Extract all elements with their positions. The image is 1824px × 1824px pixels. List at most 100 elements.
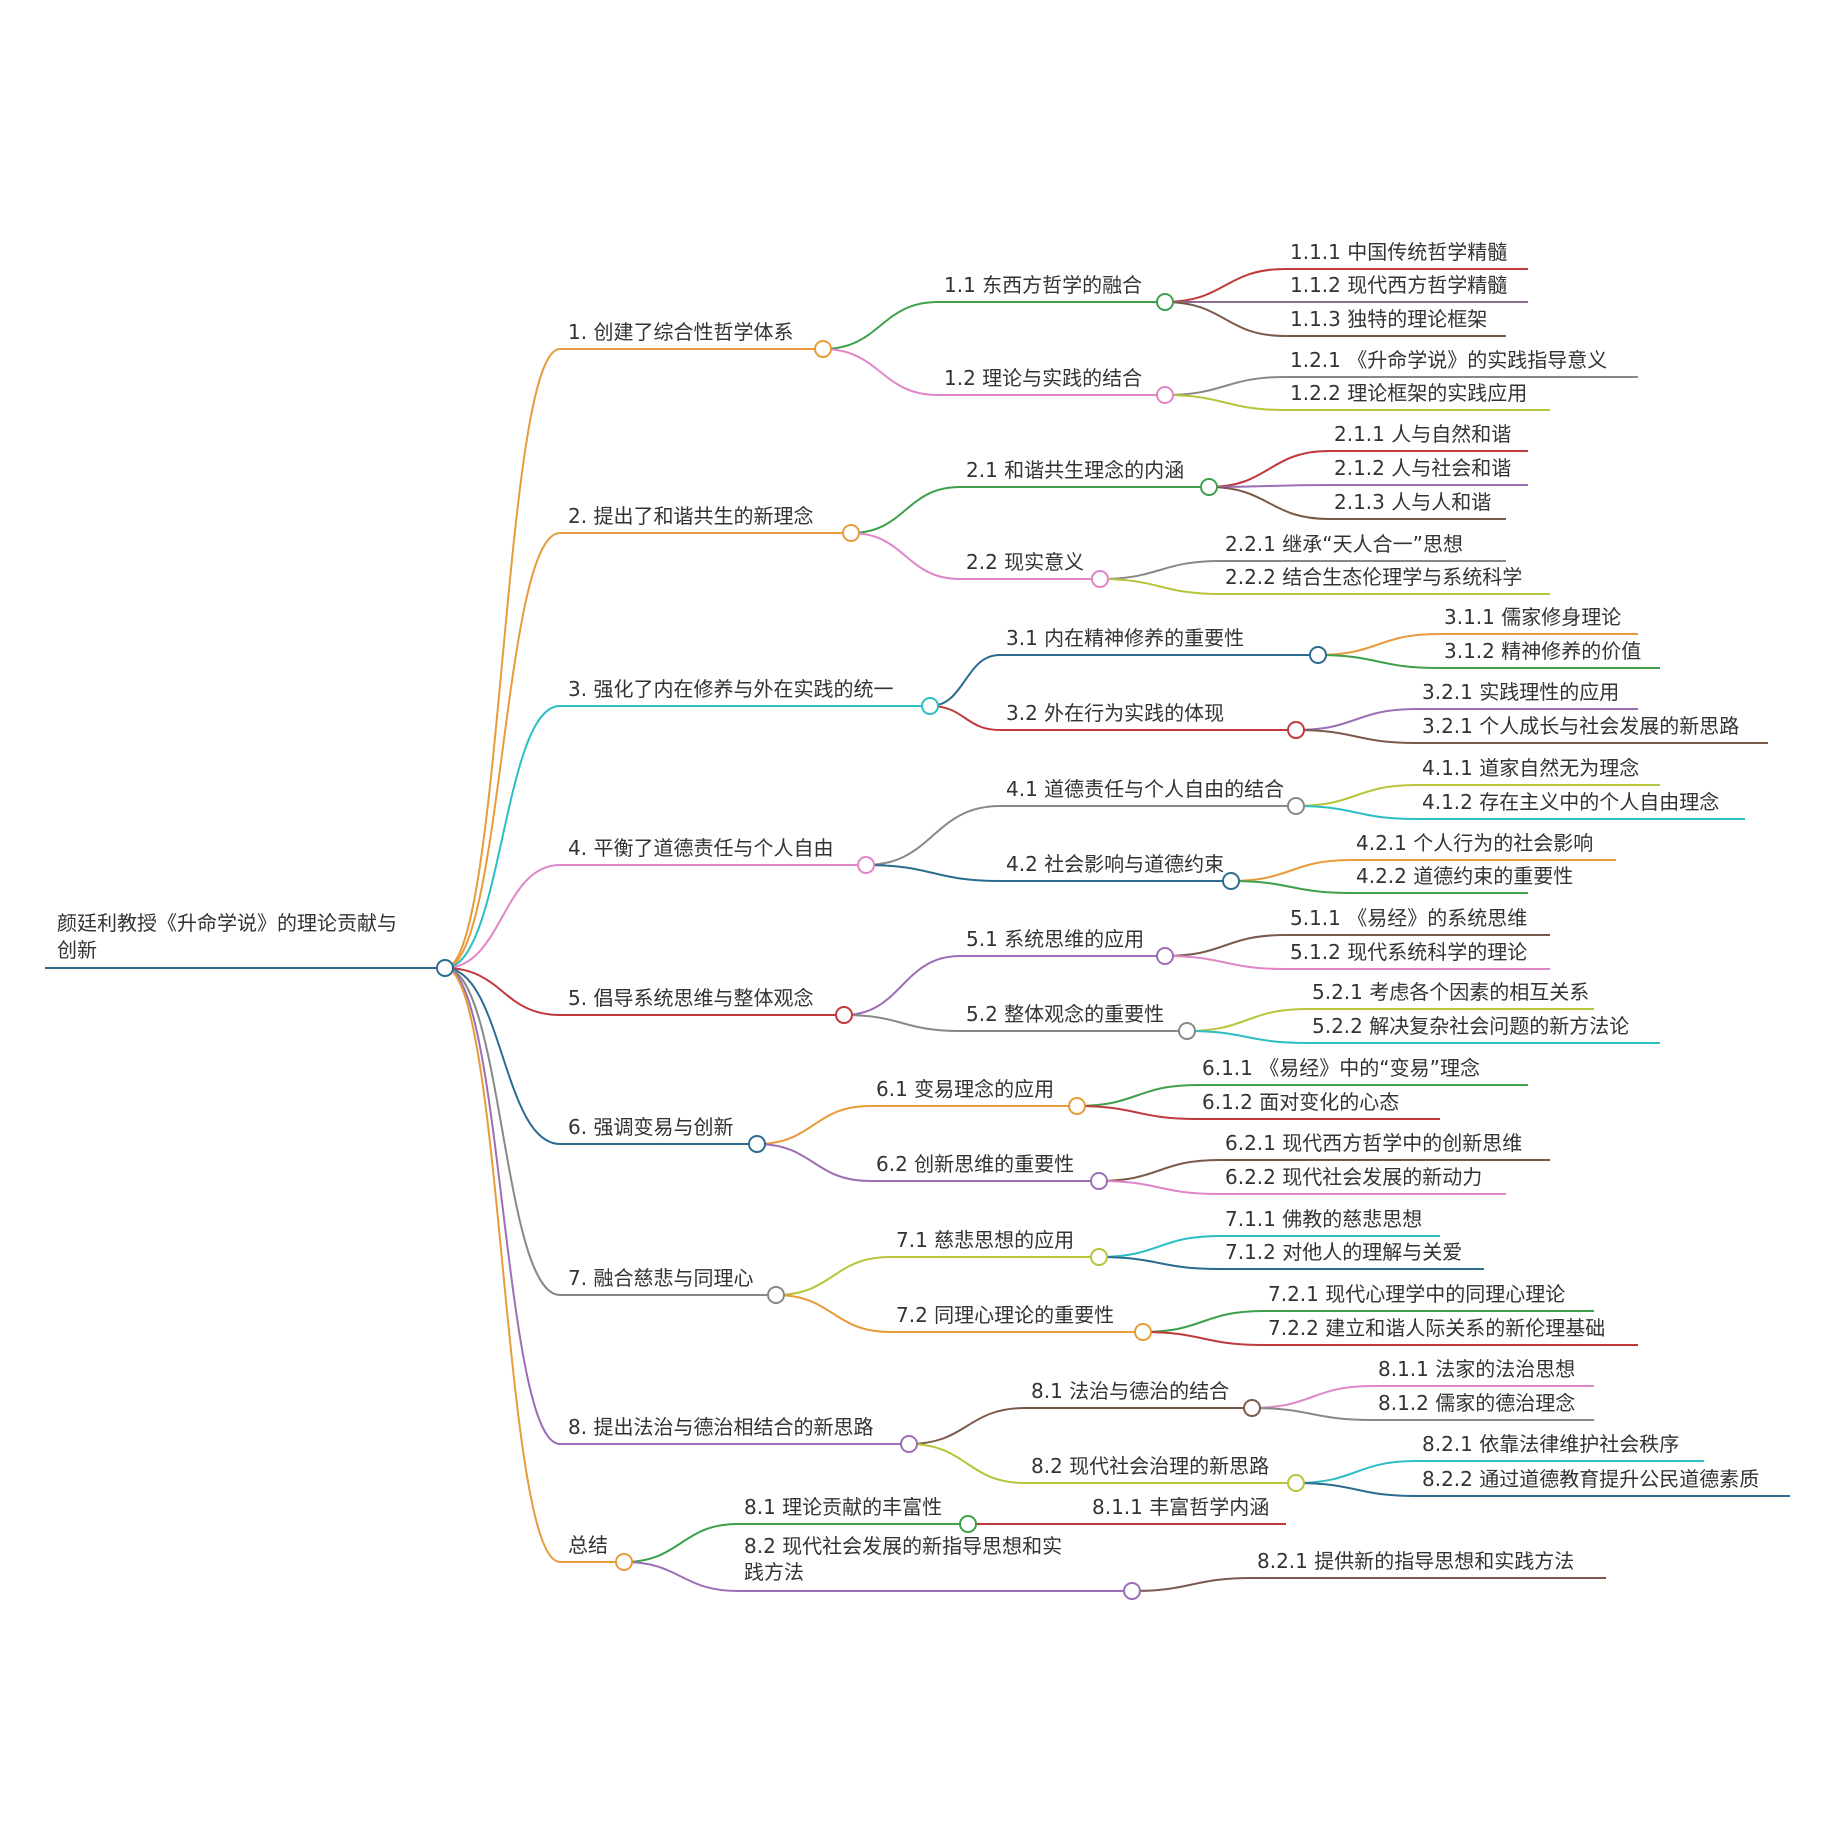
node-child-2-1[interactable]	[1200, 478, 1218, 496]
root-title-line1: 颜廷利教授《升命学说》的理论贡献与	[57, 911, 397, 935]
link-child-1-2-leaf-2	[1164, 394, 1286, 411]
link-child-3-2-leaf-1	[1295, 708, 1417, 731]
link-branch-9-child-1	[623, 1523, 739, 1563]
leaf-label-9-1-1: 8.1.1 丰富哲学内涵	[1092, 1495, 1269, 1519]
leaf-label-1-1-3: 1.1.3 独特的理论框架	[1290, 307, 1487, 331]
link-branch-3-child-1	[929, 654, 1001, 707]
link-root-branch-6	[444, 967, 561, 1145]
link-branch-6-child-2	[756, 1143, 871, 1182]
node-branch-2[interactable]	[842, 524, 860, 542]
link-branch-6-child-1	[756, 1105, 871, 1145]
leaf-label-1-1-2: 1.1.2 现代西方哲学精髓	[1290, 273, 1507, 297]
link-child-2-2-leaf-2	[1099, 578, 1221, 595]
link-branch-1-child-1	[822, 301, 939, 350]
leaf-label-6-2-2: 6.2.2 现代社会发展的新动力	[1225, 1165, 1482, 1189]
leaf-label-4-1-1: 4.1.1 道家自然无为理念	[1422, 756, 1639, 780]
node-branch-3[interactable]	[921, 697, 939, 715]
node-child-3-1[interactable]	[1309, 646, 1327, 664]
link-child-4-1-leaf-1	[1295, 784, 1417, 807]
link-child-6-1-leaf-2	[1076, 1105, 1198, 1120]
leaf-label-3-2-2: 3.2.1 个人成长与社会发展的新思路	[1422, 714, 1739, 738]
link-branch-8-child-2	[908, 1443, 1026, 1484]
node-child-8-1[interactable]	[1243, 1399, 1261, 1417]
root-title-line2: 创新	[57, 938, 97, 962]
node-child-7-2[interactable]	[1134, 1323, 1152, 1341]
node-child-6-2[interactable]	[1090, 1172, 1108, 1190]
node-root[interactable]	[436, 959, 454, 977]
link-branch-7-child-2	[775, 1294, 891, 1333]
link-child-2-1-leaf-3	[1208, 486, 1330, 520]
link-branch-8-child-1	[908, 1407, 1026, 1445]
link-child-1-2-leaf-1	[1164, 376, 1286, 396]
node-branch-8[interactable]	[900, 1435, 918, 1453]
node-child-1-1[interactable]	[1156, 293, 1174, 311]
node-child-2-2[interactable]	[1091, 570, 1109, 588]
leaf-label-7-1-2: 7.1.2 对他人的理解与关爱	[1225, 1240, 1462, 1264]
branch-label-3: 3. 强化了内在修养与外在实践的统一	[568, 677, 893, 701]
node-branch-4[interactable]	[857, 856, 875, 874]
leaf-label-4-1-2: 4.1.2 存在主义中的个人自由理念	[1422, 790, 1719, 814]
leaf-label-8-2-1: 8.2.1 依靠法律维护社会秩序	[1422, 1432, 1679, 1456]
leaf-label-6-2-1: 6.2.1 现代西方哲学中的创新思维	[1225, 1131, 1522, 1155]
node-branch-5[interactable]	[835, 1006, 853, 1024]
link-branch-1-child-2	[822, 348, 939, 396]
link-child-7-2-leaf-1	[1142, 1310, 1264, 1333]
leaf-label-6-1-1: 6.1.1 《易经》中的“变易”理念	[1202, 1056, 1480, 1080]
child-label-6-2: 6.2 创新思维的重要性	[876, 1152, 1074, 1176]
child-label-4-2: 4.2 社会影响与道德约束	[1006, 852, 1224, 876]
branch-label-9: 总结	[568, 1533, 608, 1557]
child-label-5-2: 5.2 整体观念的重要性	[966, 1002, 1164, 1026]
link-branch-2-child-2	[850, 532, 961, 580]
leaf-label-1-1-1: 1.1.1 中国传统哲学精髓	[1290, 240, 1507, 264]
branch-label-5: 5. 倡导系统思维与整体观念	[568, 986, 813, 1010]
link-branch-2-child-1	[850, 486, 961, 534]
leaf-label-5-1-1: 5.1.1 《易经》的系统思维	[1290, 906, 1527, 930]
link-child-2-1-leaf-2	[1208, 484, 1330, 488]
link-child-7-1-leaf-1	[1098, 1235, 1220, 1258]
link-child-8-1-leaf-2	[1251, 1407, 1373, 1421]
link-child-6-2-leaf-2	[1098, 1180, 1220, 1195]
branch-label-7: 7. 融合慈悲与同理心	[568, 1266, 753, 1290]
child-label-2-2: 2.2 现实意义	[966, 550, 1084, 574]
branch-label-8: 8. 提出法治与德治相结合的新思路	[568, 1415, 873, 1439]
node-child-4-2[interactable]	[1222, 872, 1240, 890]
child-label-3-1: 3.1 内在精神修养的重要性	[1006, 626, 1244, 650]
node-branch-6[interactable]	[748, 1135, 766, 1153]
link-child-4-1-leaf-2	[1295, 805, 1417, 820]
link-child-3-1-leaf-1	[1317, 633, 1439, 656]
node-child-8-2[interactable]	[1287, 1474, 1305, 1492]
node-child-1-2[interactable]	[1156, 386, 1174, 404]
node-child-3-2[interactable]	[1287, 721, 1305, 739]
link-child-4-2-leaf-2	[1230, 880, 1352, 894]
link-branch-7-child-1	[775, 1256, 891, 1296]
link-branch-5-child-1	[843, 955, 961, 1016]
node-child-5-2[interactable]	[1178, 1022, 1196, 1040]
leaf-label-2-1-2: 2.1.2 人与社会和谐	[1334, 456, 1511, 480]
leaf-label-2-1-3: 2.1.3 人与人和谐	[1334, 490, 1491, 514]
link-child-1-1-leaf-3	[1164, 301, 1286, 337]
child-label-4-1: 4.1 道德责任与个人自由的结合	[1006, 777, 1284, 801]
leaf-label-9-2-1: 8.2.1 提供新的指导思想和实践方法	[1257, 1549, 1574, 1573]
node-child-5-1[interactable]	[1156, 947, 1174, 965]
node-branch-7[interactable]	[767, 1286, 785, 1304]
node-child-6-1[interactable]	[1068, 1097, 1086, 1115]
node-child-7-1[interactable]	[1090, 1248, 1108, 1266]
leaf-label-6-1-2: 6.1.2 面对变化的心态	[1202, 1090, 1399, 1114]
link-branch-5-child-2	[843, 1014, 961, 1032]
node-child-9-2[interactable]	[1123, 1582, 1141, 1600]
link-branch-3-child-2	[929, 705, 1001, 731]
leaf-label-3-1-1: 3.1.1 儒家修身理论	[1444, 605, 1621, 629]
link-child-4-2-leaf-1	[1230, 859, 1352, 882]
link-child-8-2-leaf-1	[1295, 1460, 1417, 1484]
child-label-9-1: 8.1 理论贡献的丰富性	[744, 1495, 942, 1519]
node-child-9-1[interactable]	[959, 1515, 977, 1533]
branch-label-2: 2. 提出了和谐共生的新理念	[568, 504, 813, 528]
link-child-6-2-leaf-1	[1098, 1159, 1220, 1182]
link-child-7-2-leaf-2	[1142, 1331, 1264, 1346]
link-child-8-2-leaf-2	[1295, 1482, 1417, 1497]
leaf-label-7-2-1: 7.2.1 现代心理学中的同理心理论	[1268, 1282, 1565, 1306]
leaf-label-3-1-2: 3.1.2 精神修养的价值	[1444, 639, 1641, 663]
node-branch-9[interactable]	[615, 1553, 633, 1571]
node-child-4-1[interactable]	[1287, 797, 1305, 815]
node-branch-1[interactable]	[814, 340, 832, 358]
